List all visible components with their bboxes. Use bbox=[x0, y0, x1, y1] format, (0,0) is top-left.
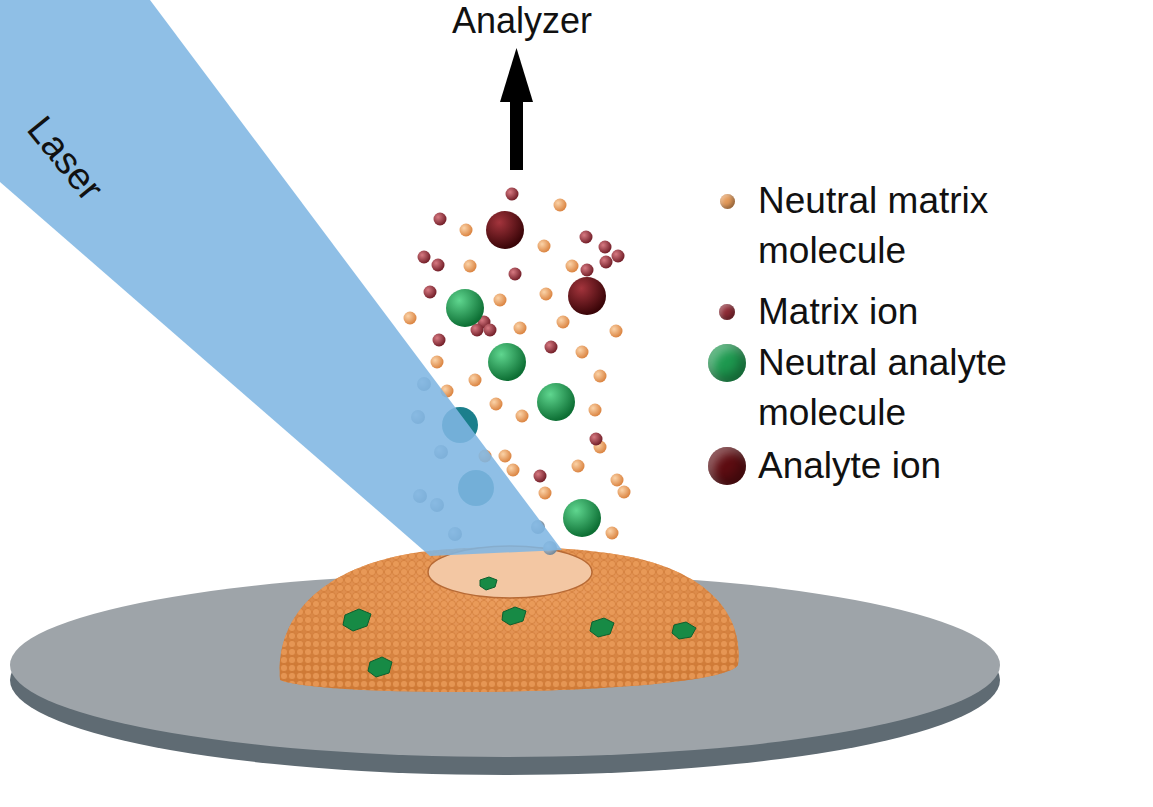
legend-swatch bbox=[720, 194, 735, 209]
laser-beam: Laser bbox=[0, 0, 600, 600]
legend-text: Neutral analyte molecule bbox=[758, 338, 1058, 438]
analyte-ion-particles bbox=[486, 211, 606, 315]
analyzer-label: Analyzer bbox=[452, 0, 592, 42]
beam-shape bbox=[0, 0, 600, 600]
analyte-patches bbox=[343, 577, 696, 677]
legend-text: Neutral matrix molecule bbox=[758, 176, 1058, 276]
analyzer-arrow bbox=[500, 48, 533, 170]
beam-fill bbox=[0, 0, 562, 556]
legend-swatch bbox=[708, 447, 746, 485]
legend-swatch bbox=[708, 344, 746, 382]
legend-swatch bbox=[719, 304, 735, 320]
legend-text: Matrix ion bbox=[758, 287, 1058, 337]
legend-text: Analyte ion bbox=[758, 441, 1058, 491]
